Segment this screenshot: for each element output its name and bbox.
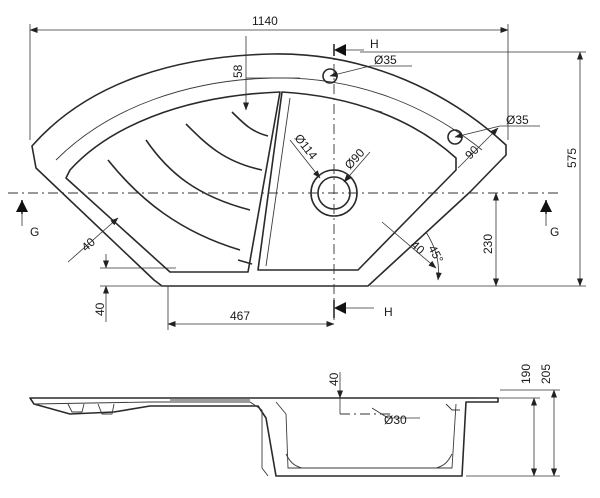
label-width-total: 1140 xyxy=(252,14,278,28)
section-bowl-inner xyxy=(275,401,457,469)
dim-bottom-rim: 40 xyxy=(93,254,176,322)
groove-3 xyxy=(145,139,251,211)
dim-depth-total: 575 xyxy=(360,51,586,287)
label-bowl-center: 467 xyxy=(230,309,250,323)
drainboard-grooves xyxy=(107,111,269,265)
divider-line xyxy=(265,97,291,267)
dim-rim-right: 90 xyxy=(457,127,499,169)
label-g-right: G xyxy=(550,225,559,239)
groove-2 xyxy=(185,123,263,171)
label-hole-top: Ø35 xyxy=(374,53,397,67)
label-rim-bevel: 40 xyxy=(408,238,428,258)
label-drain-inner: Ø90 xyxy=(342,146,368,172)
dim-drain-inner: Ø90 xyxy=(342,146,371,183)
label-bowl-offset: 230 xyxy=(481,234,495,254)
dim-rim-left: 40 xyxy=(67,217,119,263)
dim-drain-outer: Ø114 xyxy=(289,131,321,179)
label-rim-depth: 58 xyxy=(231,64,245,78)
section-marker-h-top: H xyxy=(333,37,379,56)
dim-hole-top: Ø35 xyxy=(329,53,412,78)
groove-1 xyxy=(231,111,269,137)
label-depth-total: 575 xyxy=(565,148,579,168)
label-h-top: H xyxy=(370,37,379,51)
section-marker-h-bottom: H xyxy=(333,300,393,319)
drainboard-outline xyxy=(65,91,281,273)
section-outline xyxy=(29,397,499,477)
label-total-height: 205 xyxy=(539,364,553,384)
section-marker-g-left: G xyxy=(16,200,39,239)
label-hole-right: Ø35 xyxy=(506,113,529,127)
section-view xyxy=(29,397,499,477)
sink-outer-outline xyxy=(31,53,507,287)
label-h-bottom: H xyxy=(384,305,393,319)
label-section-rim: 40 xyxy=(327,372,341,386)
dim-bowl-depth: 190 xyxy=(466,364,540,477)
dim-angle: 45° xyxy=(425,231,446,281)
dim-rim-depth: 58 xyxy=(231,36,300,111)
dim-bowl-center: 467 xyxy=(167,286,335,330)
section-fillet-left xyxy=(285,453,303,469)
section-fillet-right xyxy=(435,453,453,469)
label-drain-outer: Ø114 xyxy=(292,131,321,162)
section-rib-1 xyxy=(67,403,85,413)
label-overflow: Ø30 xyxy=(384,413,407,427)
overflow-marker xyxy=(373,109,383,113)
dim-hole-right: Ø35 xyxy=(454,113,540,139)
dim-overflow: Ø30 xyxy=(371,407,420,427)
dim-rim-bevel: 40 xyxy=(381,221,437,269)
dim-bowl-offset: 230 xyxy=(481,192,499,287)
section-left-support xyxy=(261,410,269,477)
label-bottom-rim: 40 xyxy=(93,302,107,316)
groove-5 xyxy=(237,259,253,265)
section-right-support xyxy=(445,403,460,411)
section-ribs xyxy=(160,399,250,403)
dim-width-total: 1140 xyxy=(29,14,509,140)
dim-total-height: 205 xyxy=(500,364,560,477)
dim-section-rim: 40 xyxy=(327,372,343,414)
sink-rim-line xyxy=(55,77,483,161)
bowl-outline xyxy=(257,91,457,271)
label-rim-right: 90 xyxy=(462,143,482,163)
label-angle: 45° xyxy=(425,243,446,266)
label-g-left: G xyxy=(30,225,39,239)
section-rib-2 xyxy=(97,403,115,415)
groove-4 xyxy=(107,159,241,251)
label-bowl-depth: 190 xyxy=(519,364,533,384)
section-marker-g-right: G xyxy=(540,200,559,239)
